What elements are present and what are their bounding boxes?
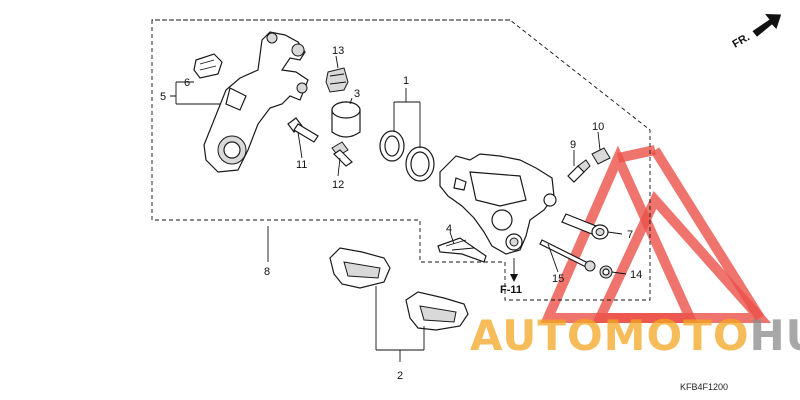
pad-pin xyxy=(539,239,596,272)
callout-3: 3 xyxy=(354,88,360,100)
pad-spring xyxy=(437,237,487,263)
pin-12 xyxy=(331,141,353,167)
diagram-code: KFB4F1200 xyxy=(680,382,728,392)
front-direction-indicator: FR. xyxy=(731,13,782,51)
callout-8: 8 xyxy=(264,266,270,278)
callout-9: 9 xyxy=(570,139,576,151)
callout-14: 14 xyxy=(630,269,642,281)
front-arrow-icon xyxy=(752,13,782,37)
callout-6: 6 xyxy=(184,77,190,89)
part-callouts: 1 2 3 4 5 6 7 8 9 10 11 12 13 14 15 F-11 xyxy=(160,45,642,382)
watermark-word-hub: HUB xyxy=(750,311,800,360)
caliper-bracket xyxy=(203,31,309,173)
piston xyxy=(331,101,361,138)
leader-lines xyxy=(170,55,627,362)
callout-5: 5 xyxy=(160,91,166,103)
callout-11: 11 xyxy=(296,159,307,171)
front-label: FR. xyxy=(731,31,752,50)
bracket-clip xyxy=(193,53,223,79)
watermark-text: AUTOMOTOHUB xyxy=(470,311,800,360)
bolt-11 xyxy=(287,117,319,143)
reference-f11: F-11 xyxy=(500,284,522,296)
brake-pad-upper xyxy=(329,247,391,289)
callout-4: 4 xyxy=(446,223,452,235)
callout-2: 2 xyxy=(397,370,403,382)
plug xyxy=(599,265,613,279)
watermark-word-moto: MOTO xyxy=(604,311,750,360)
callout-10: 10 xyxy=(592,121,604,133)
boot xyxy=(325,67,349,93)
watermark-logo xyxy=(540,145,772,323)
callout-12: 12 xyxy=(332,179,344,191)
piston-seals xyxy=(379,130,435,182)
watermark-word-auto: AUTO xyxy=(470,311,604,360)
callout-15: 15 xyxy=(552,273,564,285)
callout-1: 1 xyxy=(403,75,409,87)
bleeder-valve xyxy=(567,159,591,183)
callout-7: 7 xyxy=(627,229,633,241)
caliper-body xyxy=(439,153,557,255)
callout-13: 13 xyxy=(332,45,344,57)
svg-text:AUTOMOTOHUB: AUTOMOTOHUB xyxy=(470,311,800,360)
bleeder-cap xyxy=(591,147,611,165)
assembly-frame xyxy=(151,19,651,301)
brake-pad-lower xyxy=(405,291,469,331)
